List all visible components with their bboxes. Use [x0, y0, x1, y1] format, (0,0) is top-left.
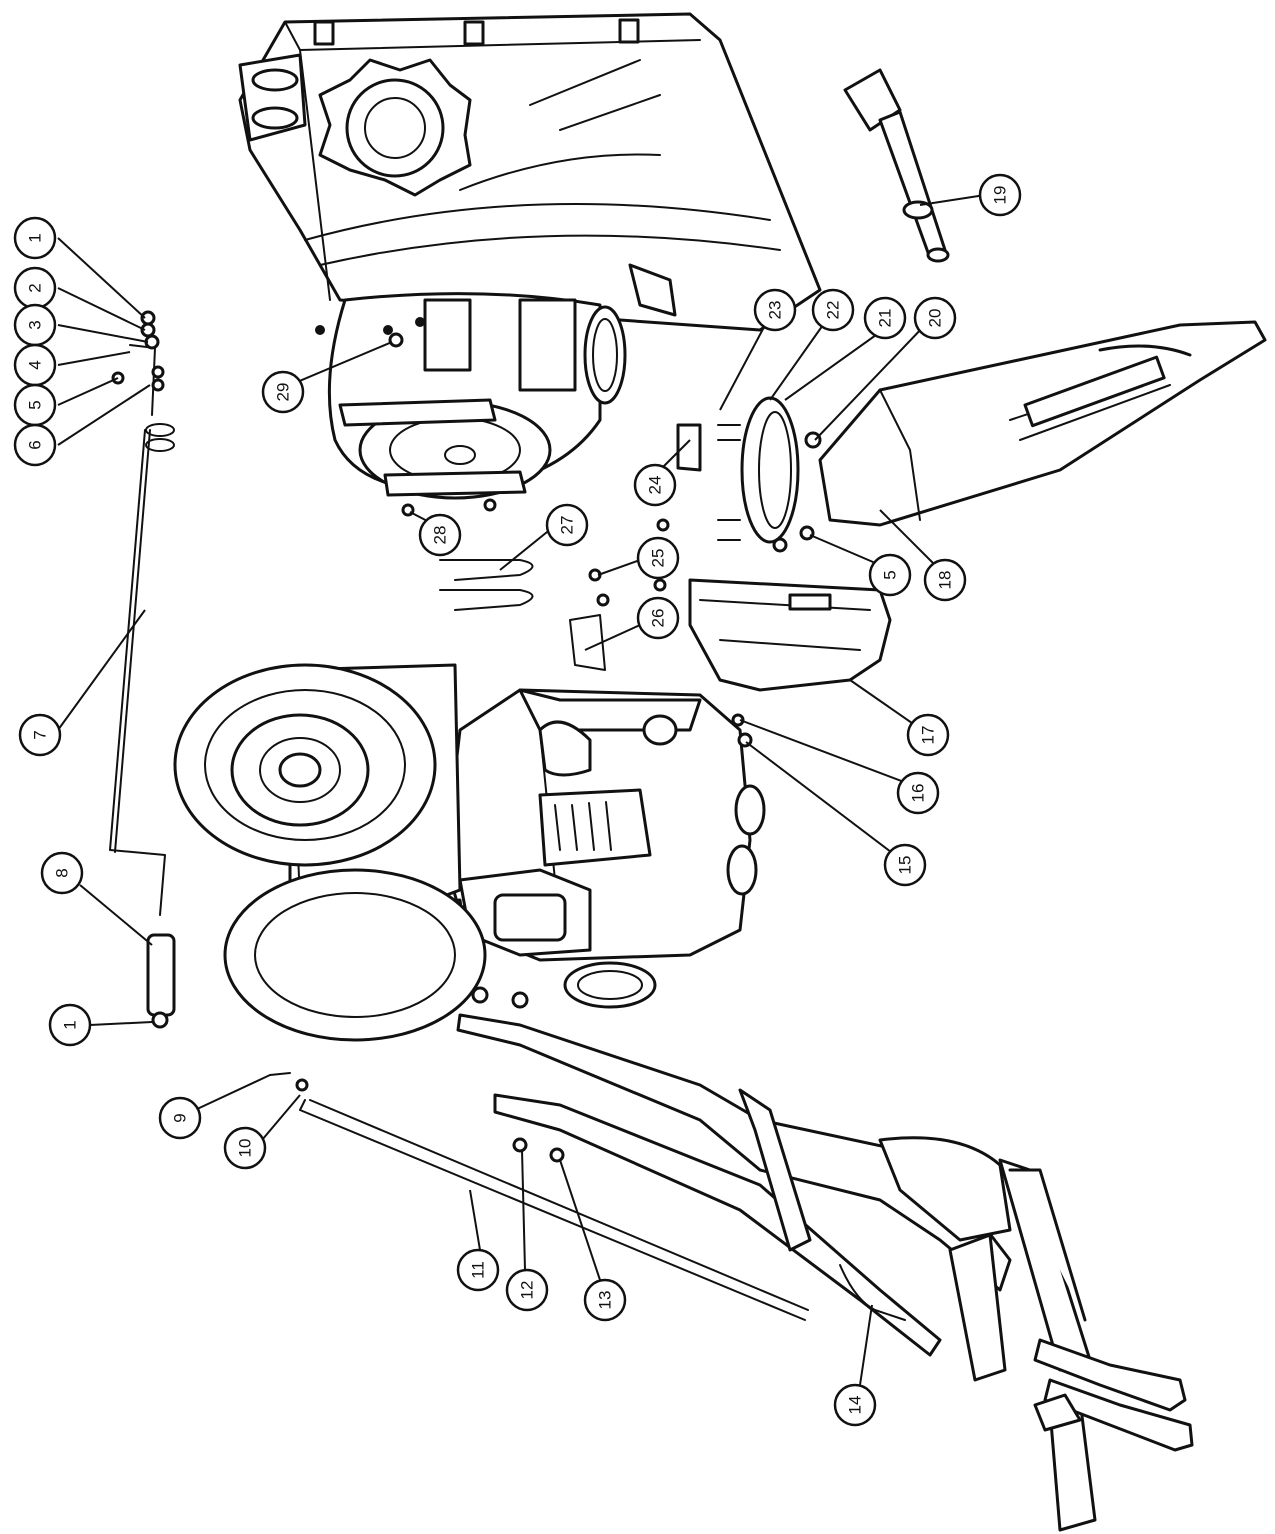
callout-16: 16 — [896, 771, 940, 815]
svg-text:5: 5 — [881, 570, 900, 579]
small-fasteners — [111, 310, 822, 1163]
svg-text:15: 15 — [896, 856, 915, 875]
callout-3: 3 — [13, 303, 57, 347]
callout-17: 17 — [906, 713, 950, 757]
callout-14: 14 — [833, 1383, 877, 1427]
u-bolt-27 — [439, 559, 534, 611]
svg-text:24: 24 — [646, 476, 665, 495]
svg-text:12: 12 — [518, 1281, 537, 1300]
svg-text:21: 21 — [876, 309, 895, 328]
callout-12: 12 — [505, 1268, 549, 1312]
callout-5-right: 5 — [868, 553, 912, 597]
callout-7: 7 — [18, 713, 62, 757]
chute-ring — [740, 396, 800, 544]
callout-9: 9 — [158, 1096, 202, 1140]
wheel-front — [173, 663, 437, 867]
impeller-housing — [315, 292, 627, 500]
callout-20: 20 — [913, 296, 957, 340]
svg-text:23: 23 — [766, 301, 785, 320]
svg-text:1: 1 — [61, 1020, 80, 1029]
wire-bracket-26 — [569, 614, 606, 671]
svg-text:20: 20 — [926, 309, 945, 328]
callout-27: 27 — [545, 503, 589, 547]
svg-text:10: 10 — [236, 1139, 255, 1158]
svg-text:3: 3 — [26, 320, 45, 329]
callout-22: 22 — [811, 288, 855, 332]
callout-10: 10 — [223, 1126, 267, 1170]
callout-26: 26 — [636, 596, 680, 640]
shift-handle-grip — [146, 933, 176, 1029]
svg-text:1: 1 — [26, 233, 45, 242]
callout-2: 2 — [13, 266, 57, 310]
callout-28: 28 — [418, 513, 462, 557]
callout-1: 1 — [13, 216, 57, 260]
svg-text:11: 11 — [469, 1261, 488, 1279]
svg-text:6: 6 — [26, 440, 45, 449]
callout-19: 19 — [978, 173, 1022, 217]
svg-text:14: 14 — [846, 1396, 865, 1415]
callout-23: 23 — [753, 288, 797, 332]
belt-cover — [688, 578, 892, 692]
callout-8: 8 — [40, 851, 84, 895]
chute-crank — [843, 68, 950, 263]
svg-text:7: 7 — [31, 730, 50, 739]
wheel-rear — [223, 868, 487, 1042]
svg-text:19: 19 — [991, 186, 1010, 205]
svg-text:26: 26 — [649, 609, 668, 628]
svg-text:16: 16 — [909, 784, 928, 803]
svg-text:29: 29 — [274, 383, 293, 402]
handle-assembly — [456, 1013, 1194, 1532]
svg-text:8: 8 — [53, 868, 72, 877]
svg-text:2: 2 — [26, 283, 45, 292]
callout-24: 24 — [633, 463, 677, 507]
svg-text:27: 27 — [558, 516, 577, 535]
svg-text:5: 5 — [26, 400, 45, 409]
callout-29: 29 — [261, 370, 305, 414]
callout-25: 25 — [636, 536, 680, 580]
shear-pin-24 — [676, 423, 702, 472]
callout-5: 5 — [13, 383, 57, 427]
leader-lines — [57, 194, 986, 1386]
svg-text:17: 17 — [919, 726, 938, 745]
svg-text:25: 25 — [649, 549, 668, 568]
discharge-chute — [818, 320, 1267, 527]
cable-14 — [839, 1264, 906, 1321]
callout-6: 6 — [13, 423, 57, 467]
callout-21: 21 — [863, 296, 907, 340]
callout-13: 13 — [583, 1278, 627, 1322]
svg-text:18: 18 — [936, 571, 955, 590]
clip-9 — [269, 1072, 291, 1076]
callout-15: 15 — [883, 843, 927, 887]
callout-18: 18 — [923, 558, 967, 602]
svg-text:13: 13 — [596, 1291, 615, 1310]
svg-text:22: 22 — [824, 301, 843, 320]
bolts-20-23 — [717, 424, 741, 541]
auger-housing — [238, 12, 822, 332]
callout-11: 11 — [456, 1248, 500, 1292]
engine — [443, 688, 766, 1009]
svg-text:4: 4 — [26, 360, 45, 369]
callout-1-lower: 1 — [48, 1003, 92, 1047]
svg-text:28: 28 — [431, 526, 450, 545]
svg-text:9: 9 — [171, 1113, 190, 1122]
callout-4: 4 — [13, 343, 57, 387]
drive-rod-11 — [299, 1099, 809, 1321]
shift-rod — [109, 344, 175, 916]
